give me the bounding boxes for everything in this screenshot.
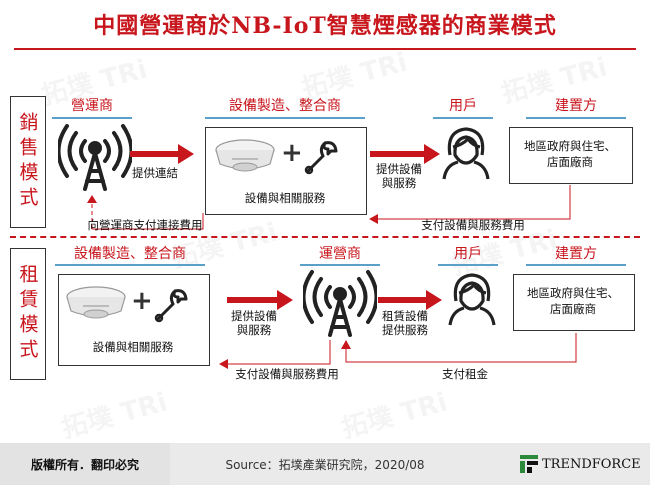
sales-user-header: 用戶 [449, 98, 477, 114]
arrow-right-icon [227, 290, 293, 310]
header-underline [55, 264, 205, 266]
lease-label-1: 租賃設備 [382, 309, 428, 323]
smoke-detector-icon [215, 139, 275, 172]
provide-device-label-2: 與服務 [236, 323, 272, 337]
section-divider [10, 236, 640, 238]
header-underline [526, 264, 626, 266]
rental-builder-line-2: 店面廠商 [550, 302, 596, 316]
user-icon [442, 127, 490, 180]
lease-label-2: 提供服務 [382, 323, 428, 337]
plus-icon: + [281, 138, 303, 168]
smoke-detector-icon [66, 286, 126, 319]
header-underline [438, 264, 498, 266]
source-note: Source：拓墣產業研究院，2020/08 [225, 457, 425, 472]
trendforce-logo-icon [520, 455, 538, 473]
sales-operator-header: 營運商 [71, 98, 113, 114]
header-underline [52, 117, 132, 119]
pay-operator-label: 向營運商支付連接費用 [87, 218, 203, 232]
header-underline [300, 264, 380, 266]
pay-device-label-rental: 支付設備與服務費用 [235, 367, 339, 381]
sales-builder-header: 建置方 [555, 98, 597, 114]
page-title: 中國營運商於NB-IoT智慧煙感器的商業模式 [93, 13, 557, 39]
wrench-icon [304, 141, 338, 175]
rental-builder-line-1: 地區政府與住宅、 [527, 286, 619, 300]
copyright-notice: 版權所有．翻印必究 [0, 443, 170, 485]
rental-builder-header: 建置方 [555, 246, 597, 262]
sales-device-header: 設備製造、整合商 [229, 98, 341, 114]
pay-rent-label: 支付租金 [442, 367, 488, 381]
wrench-icon [154, 289, 188, 323]
provide-connection-label: 提供連結 [132, 166, 178, 180]
sales-builder-line-1: 地區政府與住宅、 [524, 139, 616, 153]
pay-device-label: 支付設備與服務費用 [421, 218, 525, 232]
provide-device-label-1: 提供設備 [376, 162, 422, 176]
header-underline [205, 117, 365, 119]
brand-name: TRENDFORCE [542, 456, 641, 472]
user-icon [448, 273, 496, 326]
rental-device-header: 設備製造、整合商 [74, 246, 186, 262]
rental-device-box-label: 設備與相關服務 [92, 340, 174, 354]
arrow-right-icon [378, 290, 442, 310]
header-underline [433, 117, 493, 119]
title-underline [14, 48, 636, 50]
arrow-right-icon [130, 144, 194, 164]
arrow-right-icon [370, 144, 440, 164]
sales-builder-line-2: 店面廠商 [547, 155, 593, 169]
brand-logo: TRENDFORCE [520, 455, 641, 473]
rental-user-header: 用戶 [454, 246, 482, 262]
plus-icon: + [131, 286, 153, 316]
sales-builder-box [509, 127, 633, 184]
sales-device-box-label: 設備與相關服務 [244, 191, 326, 205]
side-label-sales: 銷售模式 [10, 96, 46, 228]
rental-builder-box [513, 274, 635, 331]
antenna-icon [303, 270, 377, 337]
header-underline [526, 117, 626, 119]
provide-device-label-1: 提供設備 [231, 309, 277, 323]
provide-device-label-2: 與服務 [381, 176, 417, 190]
side-label-rental: 租賃模式 [10, 248, 46, 380]
rental-operator-header: 運營商 [319, 246, 361, 262]
